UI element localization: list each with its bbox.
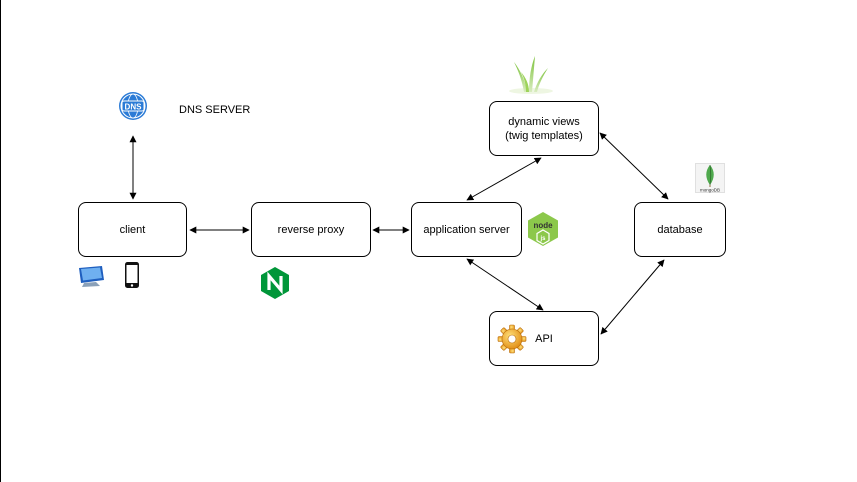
desktop-monitor-icon bbox=[79, 266, 104, 287]
client-node[interactable]: client bbox=[78, 202, 187, 257]
mongodb-logo-icon: mongoDB bbox=[695, 163, 725, 193]
dns-server-icon: DNS bbox=[119, 92, 147, 120]
edge-views-database bbox=[599, 132, 669, 200]
reverse-proxy-label: reverse proxy bbox=[277, 223, 345, 236]
nginx-logo-icon bbox=[261, 267, 289, 299]
dns-icon-text: DNS bbox=[125, 103, 143, 112]
database-node[interactable]: database bbox=[634, 202, 726, 257]
left-border-line bbox=[0, 0, 1, 482]
reverse-proxy-node[interactable]: reverse proxy bbox=[251, 202, 371, 257]
nodejs-js-text: js bbox=[539, 236, 546, 242]
edge-api-database bbox=[600, 259, 665, 335]
nodejs-logo-icon: node js bbox=[528, 212, 558, 246]
dns-server-label: DNS SERVER bbox=[179, 104, 251, 116]
nodejs-brand-text: node bbox=[533, 221, 553, 230]
database-label: database bbox=[657, 223, 703, 236]
edge-appserver-views bbox=[466, 157, 542, 201]
smartphone-icon bbox=[125, 262, 139, 288]
gear-icon bbox=[497, 324, 527, 354]
application-server-node[interactable]: application server bbox=[411, 202, 522, 257]
dynamic-views-label-line1: dynamic views bbox=[508, 115, 580, 128]
dynamic-views-label-line2: (twig templates) bbox=[505, 129, 583, 142]
mongodb-brand-text: mongoDB bbox=[700, 188, 720, 193]
edge-appserver-api bbox=[466, 258, 544, 311]
client-label: client bbox=[119, 223, 146, 236]
api-label: API bbox=[535, 332, 553, 345]
application-server-label: application server bbox=[423, 223, 510, 236]
dynamic-views-node[interactable]: dynamic views (twig templates) bbox=[489, 101, 599, 156]
grass-icon bbox=[509, 56, 553, 94]
